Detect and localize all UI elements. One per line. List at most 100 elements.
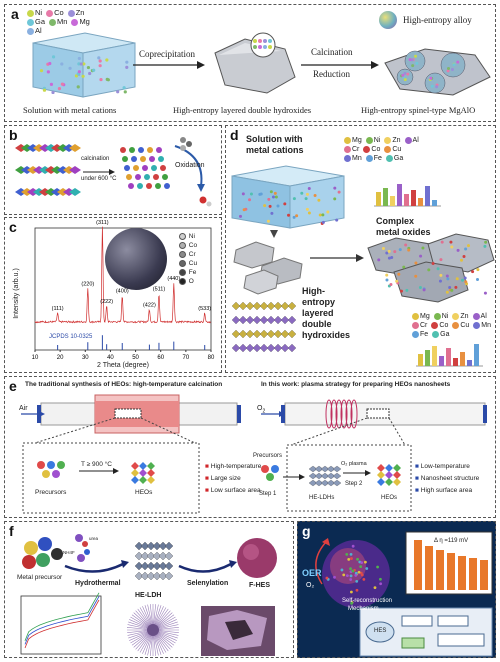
cation-dot: [82, 62, 86, 66]
e-plasma: O₂ plasma: [341, 461, 367, 467]
spinel-atom: [162, 174, 168, 180]
d-legend-top-item-dot: [344, 154, 351, 162]
ldh-octahedron: [69, 144, 81, 152]
cation-dot: [77, 62, 81, 66]
d-composition-bar: [376, 192, 381, 206]
cation-dot: [57, 86, 62, 91]
d-cation-dot: [249, 192, 253, 196]
d-oxide-dot: [450, 245, 454, 249]
g-sphere-dot: [349, 567, 352, 571]
xrd-legend-text: Fe: [187, 269, 197, 276]
d-cation-dot: [270, 211, 274, 215]
xrd-peak-label: (400): [116, 288, 129, 294]
alloy-dot: [450, 67, 454, 71]
caption-alloy: High-entropy alloy: [403, 15, 472, 25]
d-cation-dot: [333, 197, 337, 201]
cation-dot: [97, 56, 101, 60]
d-legend-top-item-fe: Fe: [365, 154, 382, 163]
heo-crystal: [393, 471, 401, 479]
d-cation-dot: [267, 197, 271, 201]
g-sphere-dot: [355, 588, 359, 592]
heo-crystal: [377, 478, 385, 486]
xrd-peak-label: (222): [100, 299, 113, 305]
d-composition-bar: [432, 200, 437, 206]
caption-solution: Solution with metal cations: [23, 105, 117, 115]
heldh-unit: [332, 479, 342, 487]
d-cation-dot: [276, 204, 280, 208]
xrd-legend-dot: [179, 268, 186, 276]
d-oxide-dot: [464, 280, 468, 284]
heo-crystal: [393, 478, 401, 486]
g-mechanism-diagram: [315, 531, 493, 657]
xrd-legend-item-cu: Cu: [179, 259, 197, 268]
e-right-bullet-3: ■ High surface area: [415, 487, 473, 494]
d-composition-bar: [467, 360, 472, 366]
d-cation-dot: [238, 214, 242, 218]
alloy-dot: [429, 76, 433, 80]
panel-f: f Metal precursor NH4F urea Hydrothermal…: [4, 521, 294, 658]
cation-dot: [116, 90, 120, 94]
alloy-dot: [414, 54, 418, 58]
a-legend-item-ni: Ni: [27, 8, 42, 17]
xrd-ylabel: Intensity (arb.u.): [12, 268, 20, 319]
spinel-atom: [122, 156, 128, 162]
d-cation-dot: [307, 211, 311, 215]
a-legend-item-zn: Zn: [67, 8, 84, 17]
d-legend-top-item-text: Fe: [373, 155, 382, 162]
plasma-coil: [330, 399, 338, 429]
e-left-bullet-3: ■ Low surface area: [205, 487, 261, 494]
d-oxide-dot: [436, 267, 440, 271]
d-cation-dot: [307, 187, 311, 191]
d-oxide-dot: [402, 265, 406, 269]
plasma-coil: [325, 399, 333, 429]
plasma-coil: [345, 399, 353, 429]
d-cation-dot: [326, 210, 330, 214]
d-composition-bar: [425, 186, 430, 206]
d-cation-dot: [274, 195, 278, 199]
d-legend-bot-item-text: Cr: [420, 322, 428, 329]
spinel-atom: [151, 165, 157, 171]
xrd-peak-label: (422): [143, 303, 156, 309]
f-chem-nh4f: NH4F: [63, 550, 75, 555]
d-oxide-dot: [404, 243, 408, 247]
xrd-xtick-label: 80: [208, 355, 215, 361]
d-cation-dot: [313, 194, 317, 198]
d-oxide-dot: [422, 288, 426, 292]
d-cation-dot: [318, 213, 322, 217]
f-urchin-core: [147, 624, 159, 636]
g-self-recon-2: Mechanism: [348, 606, 379, 612]
d-legend-top-item-co: Co: [363, 145, 380, 154]
d-cation-dot: [305, 192, 309, 196]
d-legend-bot-item-mg: Mg: [412, 312, 430, 321]
d-lattice-unit: [287, 329, 297, 339]
xrd-legend-text: Ni: [187, 233, 195, 240]
spinel-atom: [128, 183, 134, 189]
xrd-legend-item-o: O: [179, 277, 197, 286]
panel-b: b calcination under 600 °C Oxidation: [4, 125, 222, 215]
d-legend-bot-item-dot: [452, 312, 460, 320]
d-legend-bot-item-dot: [412, 330, 419, 338]
d-oxide-dot: [460, 258, 464, 262]
f-selenylation: Selenylation: [187, 580, 229, 587]
spinel-atom: [129, 147, 135, 153]
cation-dot: [125, 65, 129, 69]
cation-dot: [98, 59, 102, 63]
e-air-label: Air: [19, 405, 28, 412]
d-oxide-dot: [484, 240, 488, 244]
a-legend-item-dot: [49, 18, 57, 26]
cation-dot: [51, 90, 55, 95]
d-oxide-dot: [483, 244, 487, 248]
e-heldh: HE-LDHs: [309, 495, 335, 501]
d-legend-top-item-dot: [344, 136, 351, 144]
d-ldh-1: High-: [302, 286, 325, 296]
heo-crystal: [377, 464, 385, 472]
g-sphere-dot: [357, 570, 361, 574]
d-legend-top-item-dot: [404, 136, 412, 144]
plasma-coil: [350, 399, 358, 429]
d-legend-bot-item-fe: Fe: [412, 330, 428, 339]
g-sphere-dot: [359, 565, 363, 568]
cation-dot: [86, 65, 91, 70]
d-oxide-dot: [464, 247, 468, 251]
f-ldh-unit: [164, 541, 174, 551]
xrd-legend-dot: [179, 277, 186, 285]
